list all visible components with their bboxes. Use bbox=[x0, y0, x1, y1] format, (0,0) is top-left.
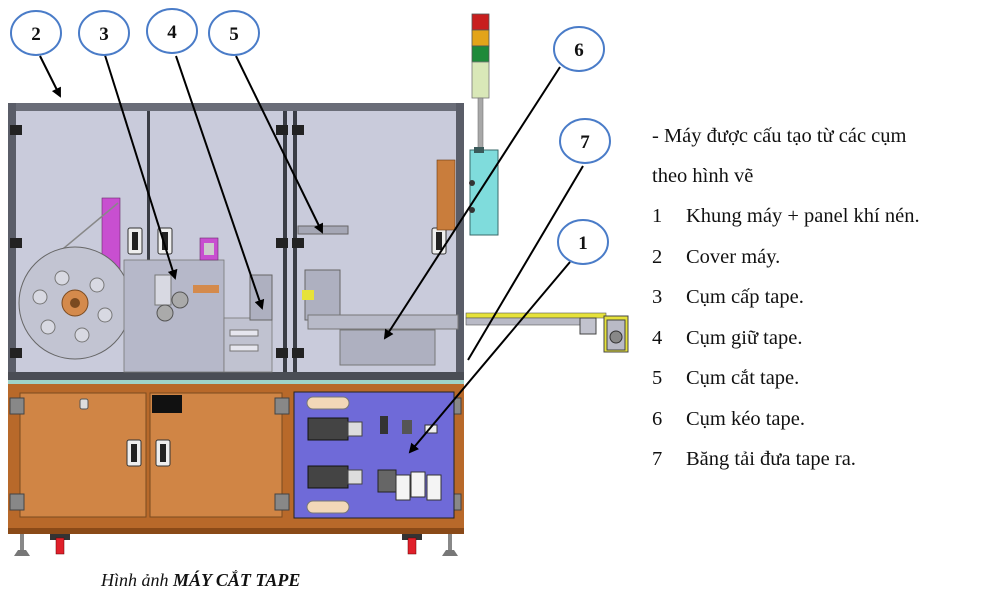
item-number: 3 bbox=[652, 286, 663, 308]
caption-prefix: Hình ảnh bbox=[101, 570, 173, 590]
callout-7-label: 7 bbox=[580, 132, 590, 153]
callout-6: 6 bbox=[553, 26, 605, 72]
callout-7: 7 bbox=[559, 118, 611, 164]
item-text: Khung máy + panel khí nén. bbox=[686, 205, 920, 227]
callout-1: 1 bbox=[557, 219, 609, 265]
leader-7-arrow bbox=[478, 230, 530, 315]
list-item: 3 Cụm cấp tape. bbox=[652, 277, 998, 318]
intro-line-1: - Máy được cấu tạo từ các cụm bbox=[652, 125, 907, 147]
leader-6 bbox=[383, 66, 561, 340]
caption-title: MÁY CẮT TAPE bbox=[173, 570, 301, 590]
conveyor bbox=[465, 312, 629, 353]
item-text: Cụm giữ tape. bbox=[686, 326, 803, 349]
description-intro: - Máy được cấu tạo từ các cụm theo hình … bbox=[652, 116, 998, 196]
list-item: 1 Khung máy + panel khí nén. bbox=[652, 196, 998, 237]
leader-1 bbox=[408, 261, 571, 454]
intro-line-2: theo hình vẽ bbox=[652, 165, 754, 187]
callout-5-label: 5 bbox=[229, 24, 239, 45]
item-number: 5 bbox=[652, 367, 663, 389]
leader-2 bbox=[39, 55, 61, 98]
tape-reel bbox=[18, 197, 132, 360]
control-box bbox=[469, 147, 499, 236]
callout-5: 5 bbox=[208, 10, 260, 56]
leader-7 bbox=[467, 165, 584, 361]
leader-4 bbox=[175, 55, 265, 310]
callout-4-label: 4 bbox=[167, 22, 177, 43]
list-item: 2 Cover máy. bbox=[652, 237, 998, 278]
figure-caption: Hình ảnh MÁY CẮT TAPE bbox=[101, 570, 300, 591]
item-text: Cụm kéo tape. bbox=[686, 407, 805, 430]
item-text: Cụm cấp tape. bbox=[686, 286, 804, 308]
item-number: 2 bbox=[652, 245, 663, 268]
callout-1-label: 1 bbox=[578, 233, 588, 254]
casters bbox=[14, 534, 458, 556]
item-text: Cụm cắt tape. bbox=[686, 367, 800, 389]
callout-3-label: 3 bbox=[99, 24, 109, 45]
callout-3: 3 bbox=[78, 10, 130, 56]
item-number: 7 bbox=[652, 448, 663, 470]
pneumatic-panel bbox=[293, 391, 455, 519]
list-item: 6 Cụm kéo tape. bbox=[652, 399, 998, 440]
item-text: Băng tải đưa tape ra. bbox=[686, 448, 856, 470]
tower-light bbox=[471, 13, 490, 151]
leader-3 bbox=[103, 51, 178, 280]
list-item: 7 Băng tải đưa tape ra. bbox=[652, 439, 998, 480]
callout-2-label: 2 bbox=[31, 24, 41, 45]
callout-6-label: 6 bbox=[574, 40, 584, 61]
item-number: 1 bbox=[652, 205, 663, 227]
list-item: 4 Cụm giữ tape. bbox=[652, 318, 998, 359]
cutting-mechanism bbox=[297, 225, 349, 321]
callout-2: 2 bbox=[10, 10, 62, 56]
leader-lines bbox=[39, 51, 584, 454]
item-text: Cover máy. bbox=[686, 245, 781, 268]
component-description: - Máy được cấu tạo từ các cụm theo hình … bbox=[652, 116, 998, 480]
item-number: 4 bbox=[652, 326, 663, 349]
leader-5 bbox=[235, 55, 323, 234]
callout-4: 4 bbox=[146, 8, 198, 54]
item-number: 6 bbox=[652, 407, 663, 430]
list-item: 5 Cụm cắt tape. bbox=[652, 358, 998, 399]
